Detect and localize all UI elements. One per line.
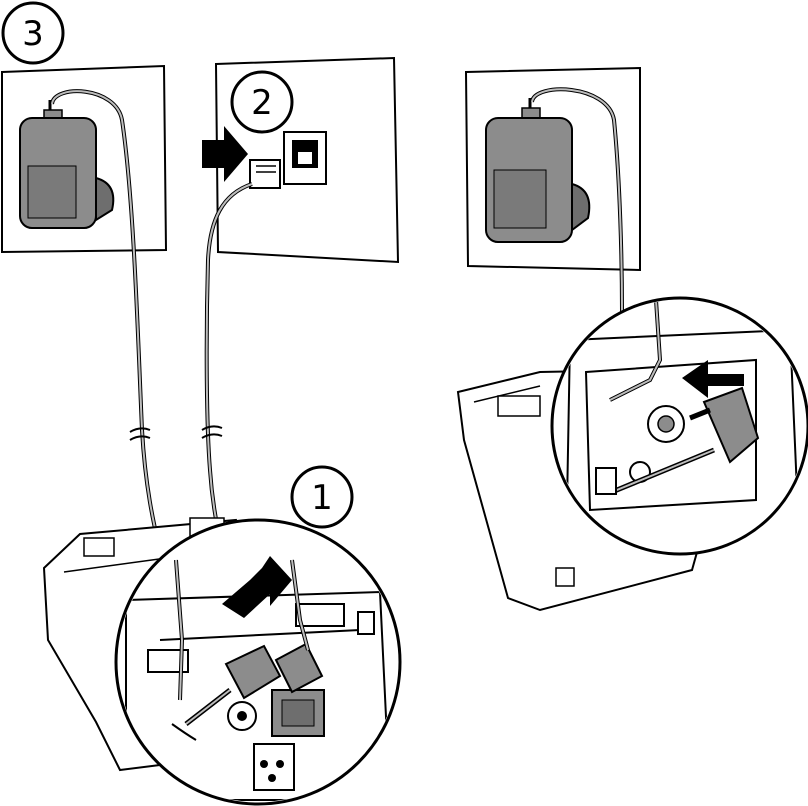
zoom-detail-left	[116, 520, 400, 804]
wall-panel-right	[466, 68, 640, 312]
step-1-label: 1	[311, 478, 333, 518]
step-3-badge: 3	[3, 3, 63, 63]
step-1-badge: 1	[292, 467, 352, 527]
phone-jack-icon	[284, 132, 326, 184]
step-3-label: 3	[22, 14, 44, 54]
step-2-label: 2	[251, 83, 273, 123]
phone-plug	[250, 160, 280, 188]
wall-panel-left	[2, 66, 166, 560]
step-2-badge: 2	[232, 72, 292, 132]
wall-panel-middle	[202, 58, 398, 530]
